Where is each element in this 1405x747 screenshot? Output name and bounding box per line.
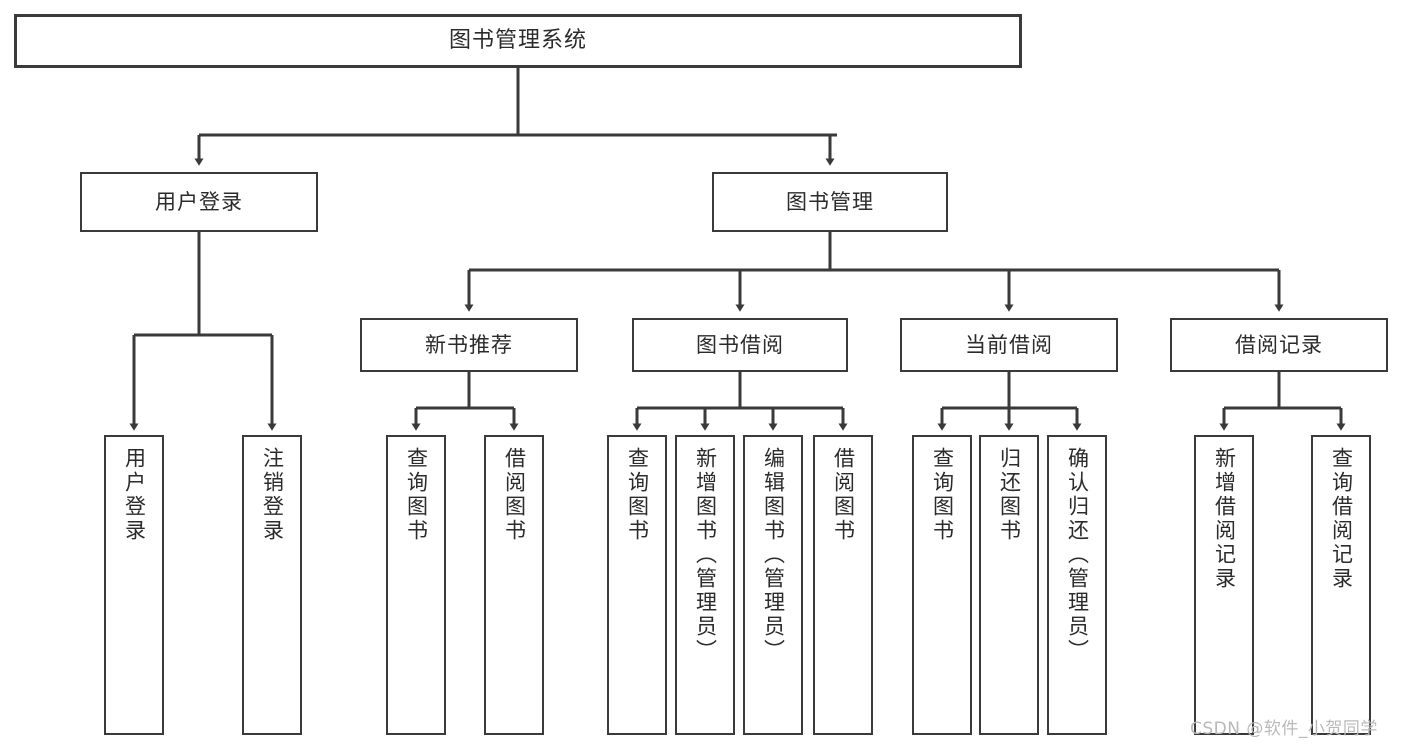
leaf-record-add-record[interactable]: 新增借阅记录 (1194, 435, 1254, 735)
leaf-label: 新增借阅记录 (1212, 447, 1237, 591)
leaf-borrow-query-book[interactable]: 查询图书 (607, 435, 667, 735)
node-root[interactable]: 图书管理系统 (14, 14, 1022, 68)
leaf-label: 编辑图书（管理员） (761, 447, 786, 663)
leaf-user-login-signout[interactable]: 注销登录 (242, 435, 302, 735)
node-borrow-record[interactable]: 借阅记录 (1170, 318, 1388, 372)
watermark-text: CSDN @软件_小贺同学 (1190, 719, 1378, 739)
leaf-borrow-borrow-book[interactable]: 借阅图书 (813, 435, 873, 735)
leaf-label: 归还图书 (997, 447, 1022, 543)
node-user-login[interactable]: 用户登录 (80, 172, 318, 232)
node-book-borrow[interactable]: 图书借阅 (632, 318, 848, 372)
node-book-management-label: 图书管理 (786, 189, 874, 214)
leaf-borrow-edit-book-admin[interactable]: 编辑图书（管理员） (743, 435, 803, 735)
leaf-borrow-add-book-admin[interactable]: 新增图书（管理员） (675, 435, 735, 735)
node-borrow-record-label: 借阅记录 (1235, 332, 1323, 357)
leaf-label: 确认归还（管理员） (1065, 447, 1090, 663)
leaf-label: 查询借阅记录 (1329, 447, 1354, 591)
leaf-current-query-book[interactable]: 查询图书 (912, 435, 972, 735)
node-root-label: 图书管理系统 (448, 28, 587, 54)
node-book-management[interactable]: 图书管理 (712, 172, 948, 232)
leaf-label: 查询图书 (625, 447, 650, 543)
leaf-label: 新增图书（管理员） (693, 447, 718, 663)
leaf-label: 查询图书 (930, 447, 955, 543)
node-new-book-recommend-label: 新书推荐 (425, 332, 513, 357)
leaf-label: 借阅图书 (502, 447, 527, 543)
leaf-current-return-book[interactable]: 归还图书 (979, 435, 1039, 735)
leaf-label: 用户登录 (122, 447, 147, 543)
node-current-borrow-label: 当前借阅 (965, 332, 1053, 357)
node-book-borrow-label: 图书借阅 (696, 332, 784, 357)
leaf-user-login-signin[interactable]: 用户登录 (104, 435, 164, 735)
node-new-book-recommend[interactable]: 新书推荐 (360, 318, 578, 372)
leaf-record-query-record[interactable]: 查询借阅记录 (1311, 435, 1371, 735)
node-current-borrow[interactable]: 当前借阅 (900, 318, 1118, 372)
leaf-label: 注销登录 (260, 447, 285, 543)
leaf-recommend-query-book[interactable]: 查询图书 (386, 435, 446, 735)
leaf-label: 查询图书 (404, 447, 429, 543)
node-user-login-label: 用户登录 (155, 189, 243, 214)
leaf-recommend-borrow-book[interactable]: 借阅图书 (484, 435, 544, 735)
leaf-label: 借阅图书 (831, 447, 856, 543)
leaf-current-confirm-return-admin[interactable]: 确认归还（管理员） (1047, 435, 1107, 735)
